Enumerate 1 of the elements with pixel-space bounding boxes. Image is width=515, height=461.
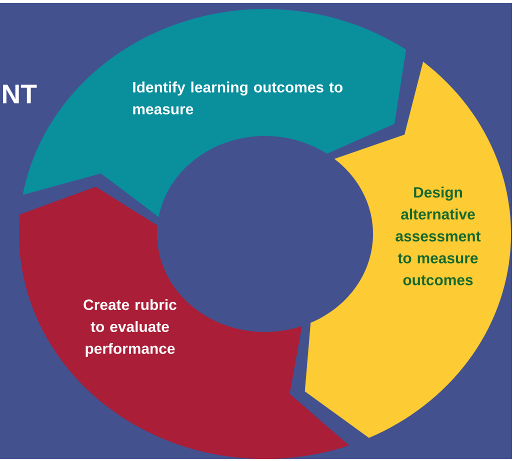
arrow-segment: Create rubric to evaluate performance: [19, 186, 350, 459]
